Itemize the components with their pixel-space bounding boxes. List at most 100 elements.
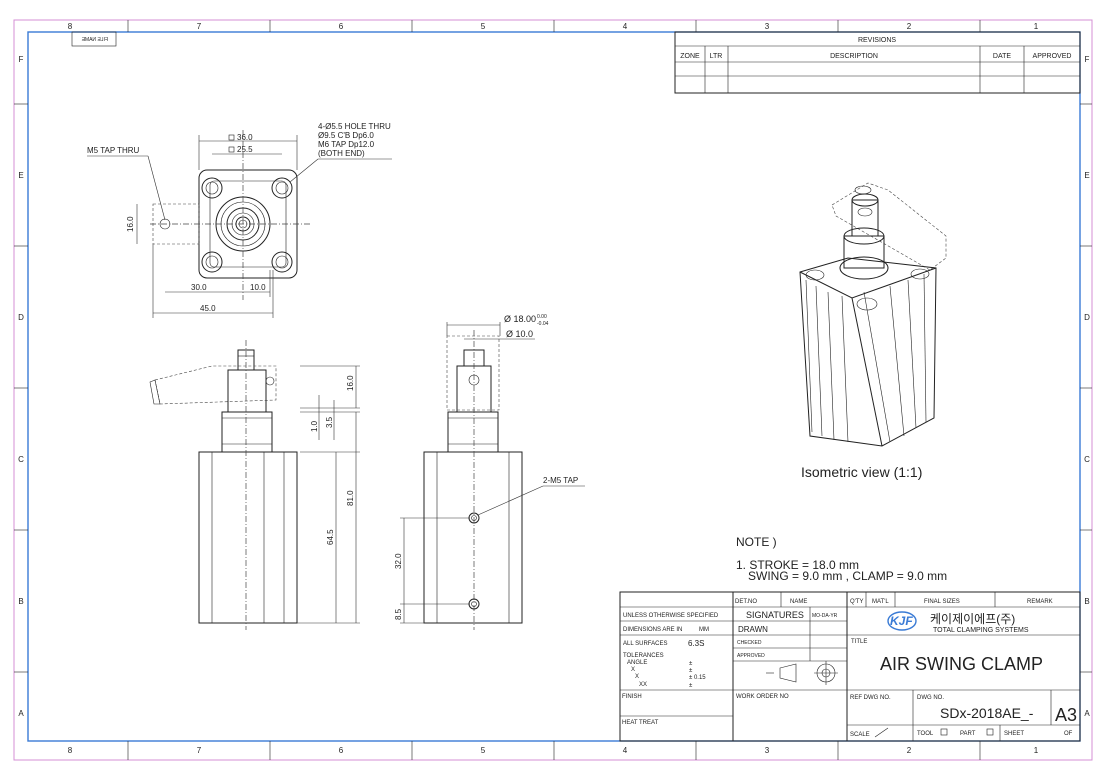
tb-dwg-no-label: DWG NO. xyxy=(917,695,944,701)
tb-ref-dwg: REF DWG NO. xyxy=(850,695,891,701)
tb-x: X xyxy=(631,667,635,673)
tool-checkbox[interactable] xyxy=(940,728,948,736)
zone-row-label: B xyxy=(18,597,23,606)
tb-dwg-no: SDx-2018AE_- xyxy=(940,705,1034,721)
file-name-box xyxy=(71,31,117,47)
rev-header-approved: APPROVED xyxy=(1033,53,1072,60)
iso-caption: Isometric view (1:1) xyxy=(801,464,922,480)
tb-final-sizes: FINAL SIZES xyxy=(924,599,960,605)
revisions-title: REVISIONS xyxy=(858,37,896,44)
tb-all-surfaces: ALL SURFACES xyxy=(623,641,667,647)
isometric-view: Isometric view (1:1) xyxy=(799,182,947,480)
zone-col-label: 6 xyxy=(339,22,344,31)
zone-row-label: F xyxy=(1085,55,1090,64)
dim-10: 10.0 xyxy=(250,283,266,292)
title-block: DET.NO NAME Q'TY MAT'L FINAL SIZES REMAR… xyxy=(619,591,1081,742)
zone-labels-left: F E D C B A xyxy=(18,55,24,718)
tb-pm-x: ± xyxy=(689,668,693,674)
rev-header-zone: ZONE xyxy=(680,53,700,60)
note-line-1: 1. STROKE = 18.0 mm xyxy=(736,558,859,572)
tb-title: AIR SWING CLAMP xyxy=(880,654,1043,674)
dim-30: 30.0 xyxy=(191,283,207,292)
tb-checked: CHECKED xyxy=(737,640,762,646)
front-body xyxy=(198,451,298,624)
zone-col-label: 3 xyxy=(765,22,770,31)
tb-unless: UNLESS OTHERWISE SPECIFIED xyxy=(623,613,719,619)
dim-36: 36.0 xyxy=(237,133,253,142)
tb-matl: MAT'L xyxy=(872,599,889,605)
tb-work-order: WORK ORDER NO xyxy=(736,694,789,700)
tb-surface-val: 6.3S xyxy=(688,639,704,648)
tb-mo-da-yr: MO-DA-YR xyxy=(812,613,838,619)
tb-pm-x2: ± 0.15 xyxy=(689,675,706,681)
tb-drawn: DRAWN xyxy=(738,625,768,634)
dim-dia-18: Ø 18.00 xyxy=(504,314,536,324)
tb-part: PART xyxy=(960,731,976,737)
dim-32: 32.0 xyxy=(394,553,403,569)
iso-arm-ghost xyxy=(831,182,947,271)
callout-holes-1: 4-Ø5.5 HOLE THRU xyxy=(318,122,391,131)
dim-1: 1.0 xyxy=(310,420,319,432)
tb-scale: SCALE xyxy=(850,732,870,738)
dim-25: 25.5 xyxy=(237,145,253,154)
zone-row-label: E xyxy=(1084,171,1089,180)
zone-row-label: A xyxy=(18,709,24,718)
side-view: Ø 18.00 0.00 -0.04 Ø 10.0 2-M5 TAP 32.0 … xyxy=(394,314,585,630)
zone-col-label: 1 xyxy=(1034,22,1039,31)
callout-holes-3: M6 TAP Dp12.0 xyxy=(318,140,375,149)
tb-angle: ANGLE xyxy=(627,660,647,666)
zone-col-label: 7 xyxy=(197,22,202,31)
zone-col-label: 7 xyxy=(197,746,202,755)
zone-col-label: 5 xyxy=(481,746,486,755)
tb-pm-xx: ± xyxy=(689,683,693,689)
zone-row-label: B xyxy=(1084,597,1089,606)
kjf-logo: KJF xyxy=(887,611,917,631)
iso-body-outline xyxy=(799,257,937,447)
dim-81: 81.0 xyxy=(346,490,355,506)
zone-col-label: 2 xyxy=(907,746,912,755)
dim-16-front: 16.0 xyxy=(346,375,355,391)
tb-of: OF xyxy=(1064,731,1073,737)
zone-row-label: F xyxy=(19,55,24,64)
zone-col-label: 3 xyxy=(765,746,770,755)
tb-heat-treat: HEAT TREAT xyxy=(622,720,659,726)
file-name-label: FILE NAME xyxy=(81,37,108,43)
revisions-table: REVISIONS ZONE LTR DESCRIPTION DATE APPR… xyxy=(674,31,1081,94)
note-title: NOTE ) xyxy=(736,535,777,549)
zone-col-label: 4 xyxy=(623,22,628,31)
dim-16-top: 16.0 xyxy=(126,216,135,232)
tb-company-kr: 케이제이에프(주) xyxy=(930,612,1015,626)
rev-header-date: DATE xyxy=(993,53,1011,60)
note-block: NOTE ) 1. STROKE = 18.0 mm SWING = 9.0 m… xyxy=(736,535,947,583)
tb-det-no: DET.NO xyxy=(735,599,757,605)
dim-64-5: 64.5 xyxy=(326,529,335,545)
note-line-2: SWING = 9.0 mm , CLAMP = 9.0 mm xyxy=(748,569,947,583)
logo-text: KJF xyxy=(890,614,913,628)
zone-col-label: 2 xyxy=(907,22,912,31)
zone-ticks xyxy=(14,20,1092,760)
clamp-arm-ghost xyxy=(154,365,277,405)
callout-2-m5-tap: 2-M5 TAP xyxy=(543,476,578,485)
callout-holes-4: (BOTH END) xyxy=(318,149,365,158)
callout-holes-2: Ø9.5 C'B Dp6.0 xyxy=(318,131,374,140)
tb-xx: XX xyxy=(639,682,647,688)
tb-mm: MM xyxy=(699,627,709,633)
zone-labels-bottom: 8 7 6 5 4 3 2 1 xyxy=(68,746,1039,755)
zone-col-label: 4 xyxy=(623,746,628,755)
part-checkbox[interactable] xyxy=(986,728,994,736)
dim-45: 45.0 xyxy=(200,304,216,313)
zone-row-label: E xyxy=(18,171,23,180)
dim-tol-upper: 0.00 xyxy=(537,314,547,320)
rev-header-ltr: LTR xyxy=(710,53,723,60)
dim-8-5: 8.5 xyxy=(394,608,403,620)
tb-qty: Q'TY xyxy=(850,599,863,605)
outer-frame xyxy=(13,19,1093,761)
tb-remark: REMARK xyxy=(1027,599,1053,605)
tb-company-en: TOTAL CLAMPING SYSTEMS xyxy=(933,627,1029,634)
zone-col-label: 8 xyxy=(68,746,73,755)
zone-col-label: 8 xyxy=(68,22,73,31)
dim-tol-lower: -0.04 xyxy=(537,321,549,327)
top-view: 36.0 25.5 16.0 30.0 10.0 45.0 M5 TAP THR… xyxy=(87,122,392,318)
